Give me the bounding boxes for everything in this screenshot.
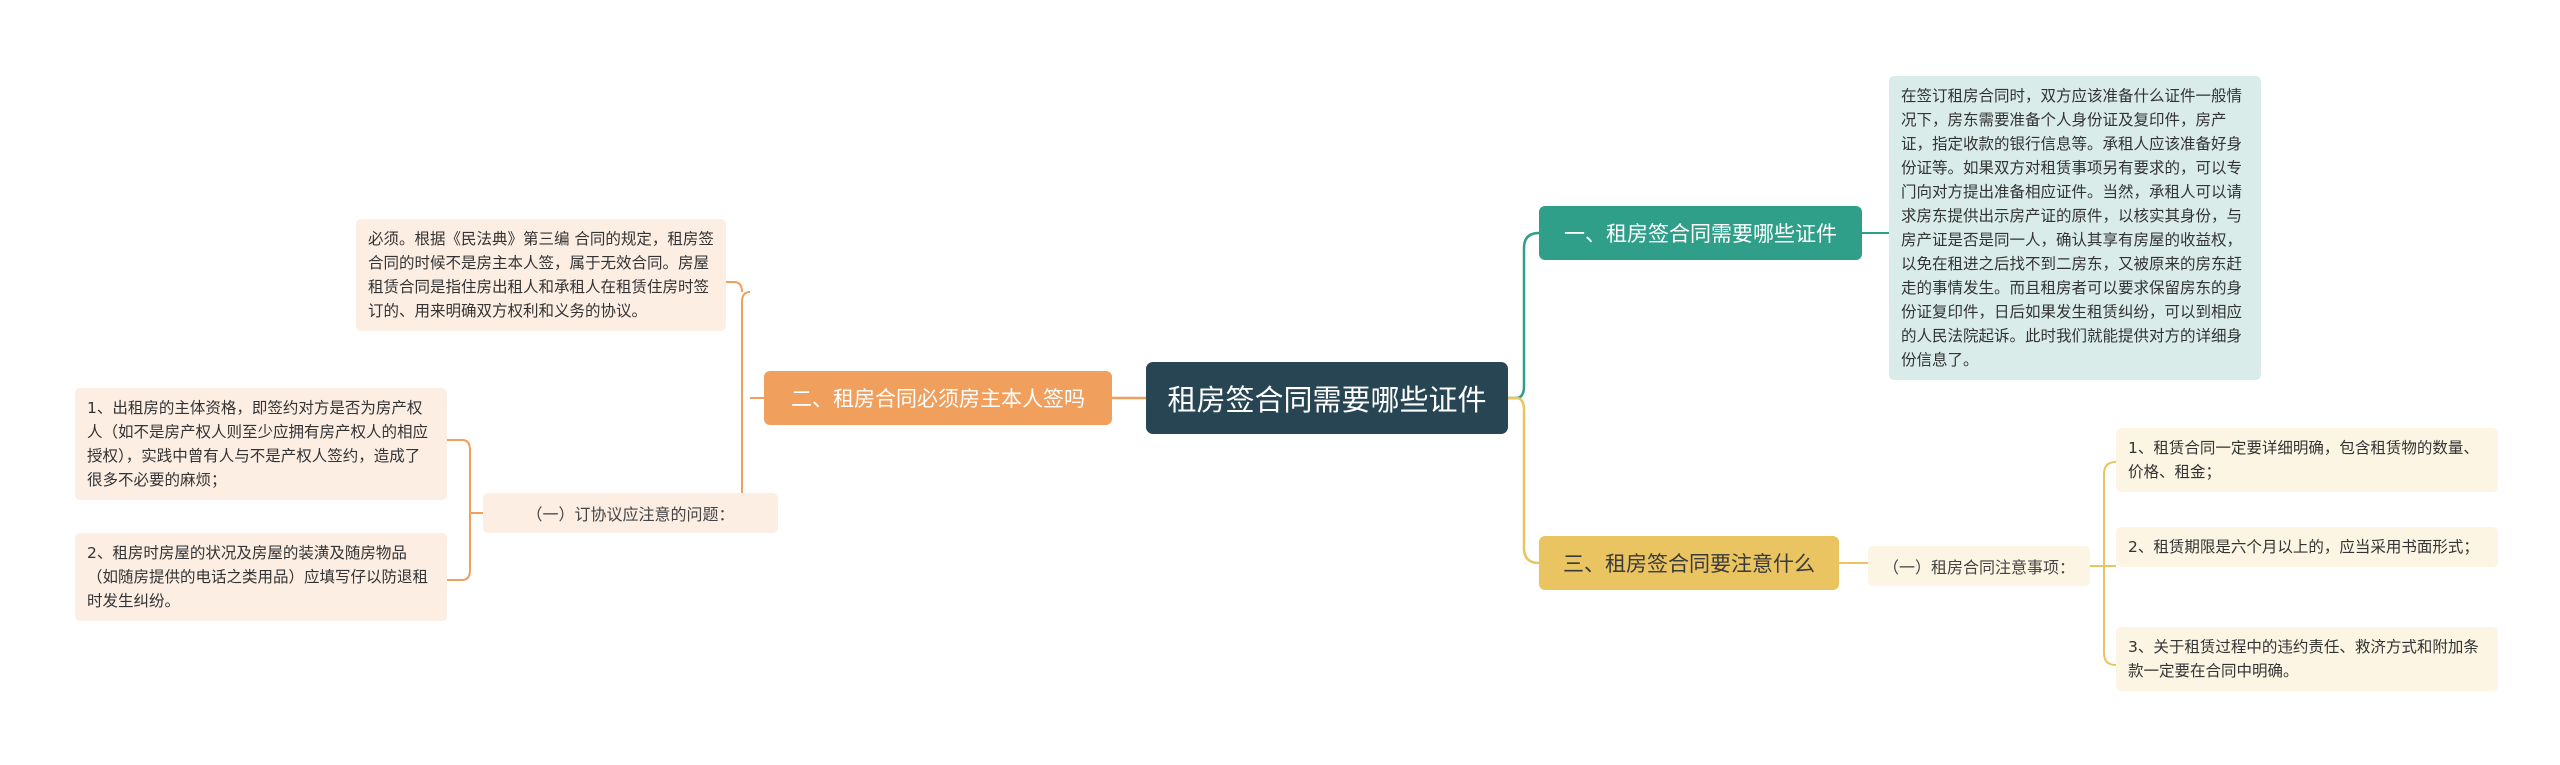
connector-sub-2-bracket xyxy=(447,439,483,581)
connector-root-to-branch-3 xyxy=(1508,396,1540,565)
connector-sub-3-bracket xyxy=(2090,461,2117,666)
branch-topic-1[interactable]: 一、租房签合同需要哪些证件 xyxy=(1539,206,1862,260)
branch-2-sub-leaf-2[interactable]: 2、租房时房屋的状况及房屋的装潢及随房物品（如随房提供的电话之类用品）应填写仔以… xyxy=(75,533,447,621)
branch-3-sub-leaf-3[interactable]: 3、关于租赁过程中的违约责任、救济方式和附加条款一定要在合同中明确。 xyxy=(2116,627,2498,691)
branch-3-sub-leaf-1[interactable]: 1、租赁合同一定要详细明确，包含租赁物的数量、价格、租金； xyxy=(2116,428,2498,492)
branch-topic-3[interactable]: 三、租房签合同要注意什么 xyxy=(1539,536,1839,590)
branch-2-leaf[interactable]: 必须。根据《民法典》第三编 合同的规定，租房签合同的时候不是房主本人签，属于无效… xyxy=(356,219,726,331)
root-topic[interactable]: 租房签合同需要哪些证件 xyxy=(1146,362,1508,434)
branch-3-subtopic[interactable]: （一）租房合同注意事项： xyxy=(1868,546,2090,586)
branch-1-leaf[interactable]: 在签订租房合同时，双方应该准备什么证件一般情况下，房东需要准备个人身份证及复印件… xyxy=(1889,76,2261,380)
branch-3-sub-leaf-2[interactable]: 2、租赁期限是六个月以上的，应当采用书面形式； xyxy=(2116,527,2498,567)
branch-topic-2[interactable]: 二、租房合同必须房主本人签吗 xyxy=(764,371,1112,425)
connector-branch-2-to-leaf xyxy=(726,281,743,293)
connector-branch-2-bracket xyxy=(733,291,764,514)
branch-2-sub-leaf-1[interactable]: 1、出租房的主体资格，即签约对方是否为房产权人（如不是房产权人则至少应拥有房产权… xyxy=(75,388,447,500)
branch-2-subtopic[interactable]: （一）订协议应注意的问题： xyxy=(483,493,778,533)
connector-root-to-branch-1 xyxy=(1508,231,1540,400)
